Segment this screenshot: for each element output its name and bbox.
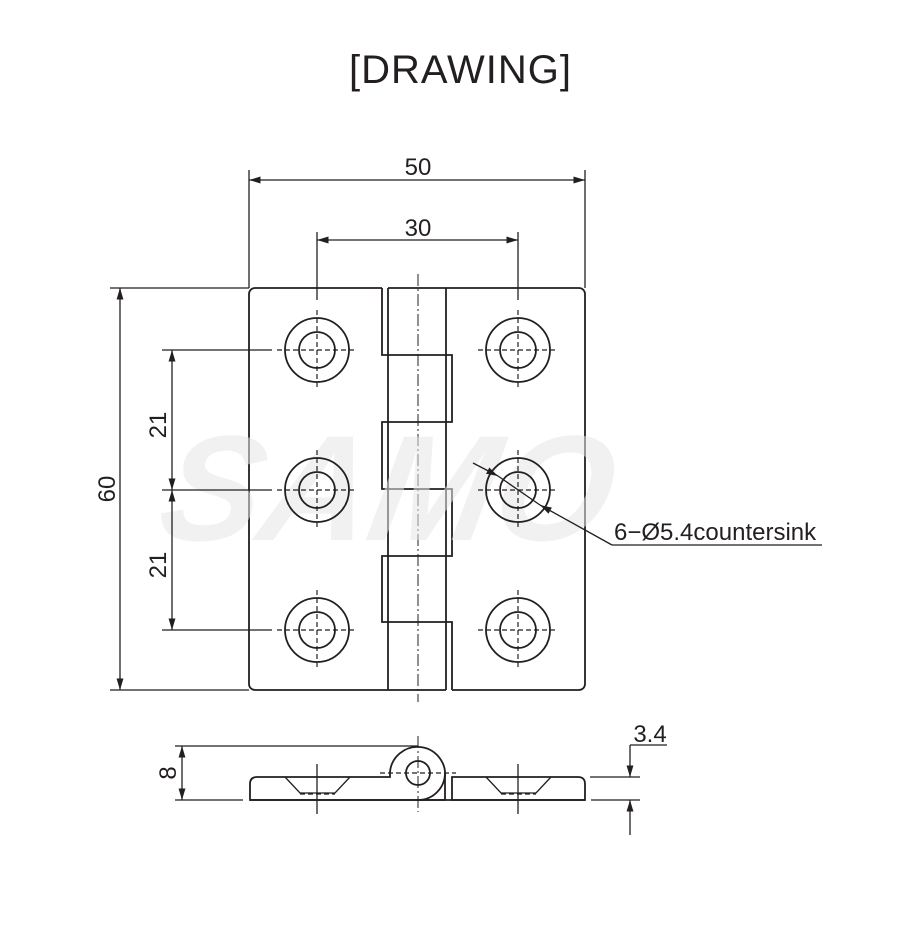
drawing-title: [DRAWING] xyxy=(348,48,573,92)
watermark-logo: SAMO xyxy=(149,405,629,573)
countersink-hole xyxy=(478,590,558,670)
dim-8-label: 8 xyxy=(155,766,182,779)
hinge-side-view xyxy=(249,736,586,814)
hole-callout: 6−Ø5.4countersink xyxy=(472,462,822,546)
dim-50-label: 50 xyxy=(405,154,432,181)
dimension-overall-width: 50 xyxy=(248,154,586,288)
hole-callout-label: 6−Ø5.4countersink xyxy=(614,519,817,546)
dimension-overall-height: 60 xyxy=(94,287,249,691)
dimension-hole-spacing-vertical: 21 21 xyxy=(145,349,272,631)
countersink-hole xyxy=(277,450,357,530)
dimension-hole-spacing-horizontal: 30 xyxy=(316,215,519,300)
dim-21-lower-label: 21 xyxy=(145,552,172,579)
dim-3-4-label: 3.4 xyxy=(633,721,666,748)
dim-30-label: 30 xyxy=(405,215,432,242)
dim-21-upper-label: 21 xyxy=(145,412,172,439)
dimension-knuckle-height: 8 xyxy=(155,745,418,801)
countersink-hole xyxy=(277,590,357,670)
dim-60-label: 60 xyxy=(94,476,121,503)
dimension-plate-thickness: 3.4 xyxy=(590,721,667,835)
hinge-top-view xyxy=(248,274,586,702)
countersink-hole xyxy=(277,310,357,390)
countersink-hole xyxy=(478,310,558,390)
